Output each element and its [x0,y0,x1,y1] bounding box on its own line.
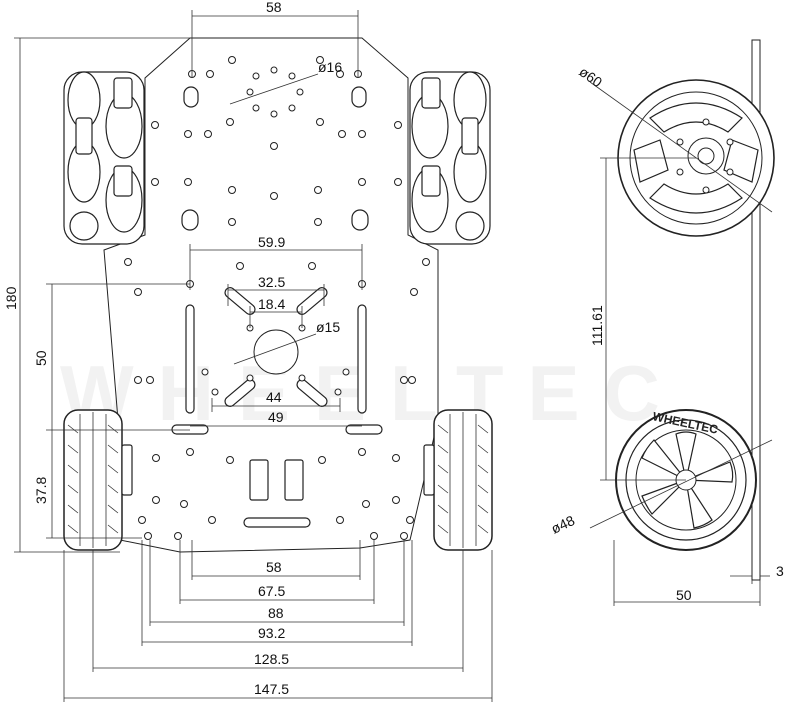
side-dimension-lines [600,157,770,606]
lower-plate-holes [124,258,430,540]
dim-hole-dia-16: ø16 [318,59,342,75]
dim-left-37-8: 37.8 [33,477,49,504]
dim-mid-width-59-9: 59.9 [258,234,285,250]
mecanum-wheel-left [63,71,145,245]
dim-bottom-67-5: 67.5 [258,583,285,599]
dim-width-49: 49 [268,409,284,425]
top-plate-holes [151,56,402,231]
dim-bottom-58: 58 [266,559,282,575]
dim-bottom-93-2: 93.2 [258,625,285,641]
dim-bottom-128-5: 128.5 [254,651,289,667]
mecanum-wheel-right [409,71,491,245]
dim-slot-18-4: 18.4 [258,296,285,312]
dim-bottom-88: 88 [268,605,284,621]
rear-tire-right [423,409,493,551]
dim-bottom-147-5: 147.5 [254,681,289,697]
watermark: WHEELTEC [60,349,684,437]
dim-mecanum-dia: ø60 [576,63,605,90]
center-hole-ring [229,66,319,118]
dimension-lines [14,10,493,702]
side-view: WHEELTEC [589,39,775,581]
dim-top-width: 58 [266,0,282,15]
dim-left-50: 50 [33,350,49,366]
dim-side-height: 111.61 [589,305,605,346]
dim-slot-32-5: 32.5 [258,274,285,290]
rear-tire-left [63,409,133,551]
dim-hole-dia-15: ø15 [316,319,340,335]
dim-width-44: 44 [266,389,282,405]
dim-rear-wheel-dia: ø48 [549,512,578,537]
dim-overall-height: 180 [3,286,19,310]
dim-side-width: 50 [676,587,692,603]
mecanum-wheel-side [589,79,775,237]
dim-side-thickness: 3 [776,563,784,579]
